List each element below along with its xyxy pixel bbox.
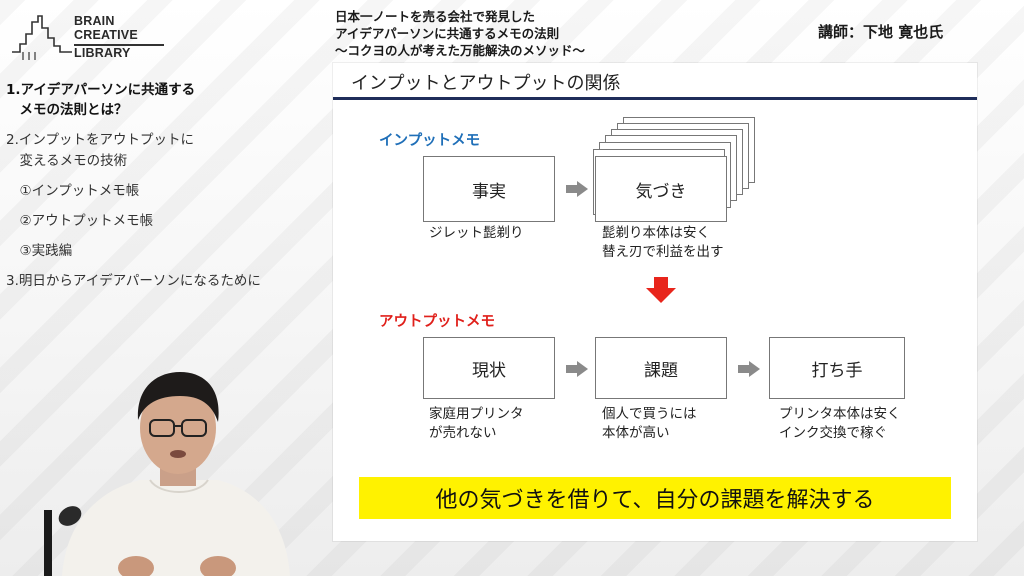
issue-box: 課題 bbox=[595, 337, 727, 399]
current-state-caption-line-1: 家庭用プリンタ bbox=[429, 406, 524, 422]
lecture-title: 日本一ノートを売る会社で発見した アイデアパーソンに共通するメモの法則 〜コクヨ… bbox=[335, 8, 665, 59]
arrow-right-icon bbox=[566, 181, 588, 197]
logo-line-3: LIBRARY bbox=[74, 46, 131, 60]
insight-caption: 髭剃り本体は安く 替え刃で利益を出す bbox=[602, 224, 724, 262]
issue-caption: 個人で買うには 本体が高い bbox=[602, 405, 697, 443]
presenter-face bbox=[140, 382, 216, 474]
sidebar-item-practice[interactable]: ③実践編 bbox=[6, 243, 73, 259]
current-state-box-label: 現状 bbox=[472, 360, 506, 381]
sidebar-item-chapter-3[interactable]: 3.明日からアイデアパーソンになるために bbox=[6, 273, 261, 289]
slide-title-rule bbox=[333, 97, 977, 100]
slide-panel: インプットとアウトプットの関係 インプットメモ 事実 気づき ジレット髭剃り 髭… bbox=[333, 63, 977, 541]
action-box: 打ち手 bbox=[769, 337, 905, 399]
current-state-caption-line-2: が売れない bbox=[429, 425, 497, 441]
conclusion-text: 他の気づきを借りて、自分の課題を解決する bbox=[435, 488, 875, 513]
logo-line-1: BRAIN bbox=[74, 14, 115, 28]
action-caption: プリンタ本体は安く インク交換で稼ぐ bbox=[779, 405, 901, 443]
instructor-name: 講師：下地 寛也氏 bbox=[818, 23, 944, 41]
logo-line-2: CREATIVE bbox=[74, 28, 138, 42]
glasses-icon bbox=[149, 419, 175, 437]
lecture-title-line-1: 日本一ノートを売る会社で発見した bbox=[335, 9, 536, 24]
arrow-right-icon bbox=[738, 361, 760, 377]
action-caption-line-1: プリンタ本体は安く bbox=[779, 406, 901, 422]
sidebar-item-chapter-2[interactable]: 2.インプットをアウトプットに bbox=[6, 132, 194, 148]
logo-text: BRAIN CREATIVE LIBRARY bbox=[74, 14, 138, 60]
output-memo-label: アウトプットメモ bbox=[379, 314, 495, 330]
fact-box: 事実 bbox=[423, 156, 555, 222]
issue-box-label: 課題 bbox=[644, 360, 678, 381]
current-state-caption: 家庭用プリンタ が売れない bbox=[429, 405, 524, 443]
arrow-right-icon bbox=[566, 361, 588, 377]
action-box-label: 打ち手 bbox=[811, 360, 863, 381]
slide-title: インプットとアウトプットの関係 bbox=[351, 73, 621, 94]
issue-caption-line-2: 本体が高い bbox=[602, 425, 670, 441]
presenter-video bbox=[44, 372, 290, 576]
insight-box-label: 気づき bbox=[635, 181, 687, 202]
conclusion-banner: 他の気づきを借りて、自分の課題を解決する bbox=[359, 477, 951, 519]
lecture-title-line-2: アイデアパーソンに共通するメモの法則 bbox=[335, 26, 560, 41]
lecture-title-line-3: 〜コクヨの人が考えた万能解決のメソッド〜 bbox=[335, 43, 586, 58]
microphone-stand-icon bbox=[44, 510, 52, 576]
sidebar-item-input-memo[interactable]: ①インプットメモ帳 bbox=[6, 183, 140, 199]
insight-box: 気づき bbox=[595, 156, 727, 222]
sidebar-item-output-memo[interactable]: ②アウトプットメモ帳 bbox=[6, 213, 154, 229]
brain-creative-library-logo: BRAIN CREATIVE LIBRARY bbox=[12, 14, 177, 64]
waveform-logo-icon bbox=[12, 15, 72, 60]
sidebar-item-chapter-1[interactable]: 1.アイデアパーソンに共通する bbox=[6, 82, 196, 98]
sidebar-item-chapter-2-cont[interactable]: 変えるメモの技術 bbox=[6, 153, 128, 169]
issue-caption-line-1: 個人で買うには bbox=[602, 406, 697, 422]
microphone-icon bbox=[58, 506, 82, 526]
fact-box-label: 事実 bbox=[472, 181, 506, 202]
fact-caption-line-1: ジレット髭剃り bbox=[429, 225, 524, 241]
fact-caption: ジレット髭剃り bbox=[429, 224, 524, 243]
sidebar-item-chapter-1-cont[interactable]: メモの法則とは？ bbox=[6, 102, 128, 118]
insight-caption-line-2: 替え刃で利益を出す bbox=[602, 244, 724, 260]
logo-divider bbox=[74, 44, 164, 46]
shirt bbox=[62, 480, 290, 576]
action-caption-line-2: インク交換で稼ぐ bbox=[779, 425, 887, 441]
arrow-down-icon bbox=[646, 277, 676, 303]
current-state-box: 現状 bbox=[423, 337, 555, 399]
insight-caption-line-1: 髭剃り本体は安く bbox=[602, 225, 710, 241]
input-memo-label: インプットメモ bbox=[379, 133, 481, 149]
